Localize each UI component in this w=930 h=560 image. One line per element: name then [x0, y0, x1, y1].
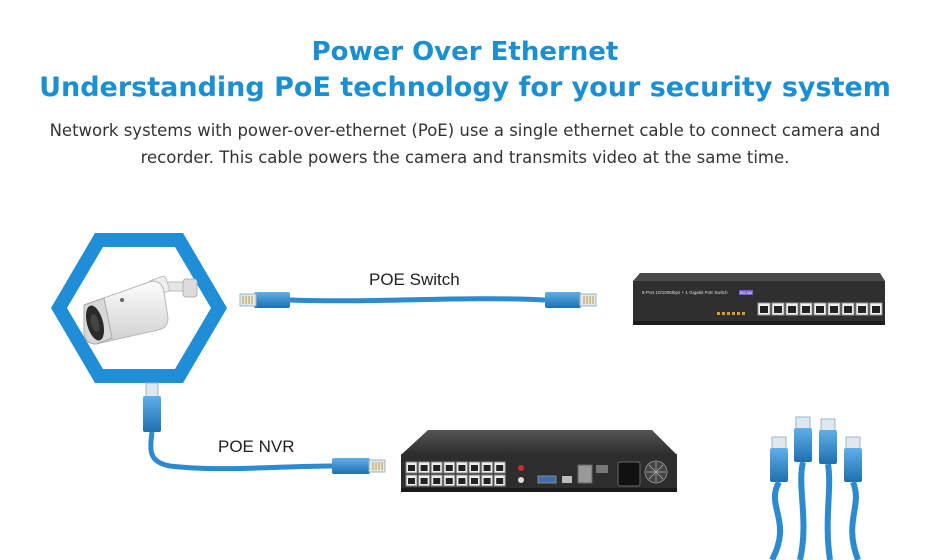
- ethernet-cables-bundle-icon: [769, 416, 862, 560]
- ethernet-cable-switch: [239, 292, 597, 308]
- switch-ports: [757, 302, 883, 316]
- description-line-1: Network systems with power-over-ethernet…: [49, 121, 881, 140]
- poe-nvr-icon: [401, 430, 677, 492]
- ethernet-cable-nvr: [143, 382, 386, 474]
- description-line-2: recorder. This cable powers the camera a…: [140, 148, 790, 167]
- page-title: Power Over Ethernet: [311, 37, 619, 67]
- nvr-cable-label: POE NVR: [218, 437, 295, 456]
- page-subtitle: Understanding PoE technology for your se…: [39, 72, 891, 103]
- loose-ethernet-cable: [769, 436, 788, 560]
- switch-badge: 802.3af: [740, 291, 752, 295]
- loose-ethernet-cable: [794, 416, 812, 560]
- switch-front-text: 8-Port 10/100Mbps + 1 Gigabit PoE Switch: [642, 290, 728, 295]
- camera-icon: [83, 275, 198, 345]
- loose-ethernet-cable: [844, 436, 862, 560]
- description: Network systems with power-over-ethernet…: [30, 117, 900, 171]
- poe-switch-icon: 8-Port 10/100Mbps + 1 Gigabit PoE Switch…: [633, 273, 885, 325]
- loose-ethernet-cable: [819, 418, 837, 560]
- switch-cable-label: POE Switch: [369, 270, 460, 289]
- nvr-ports: [405, 461, 506, 487]
